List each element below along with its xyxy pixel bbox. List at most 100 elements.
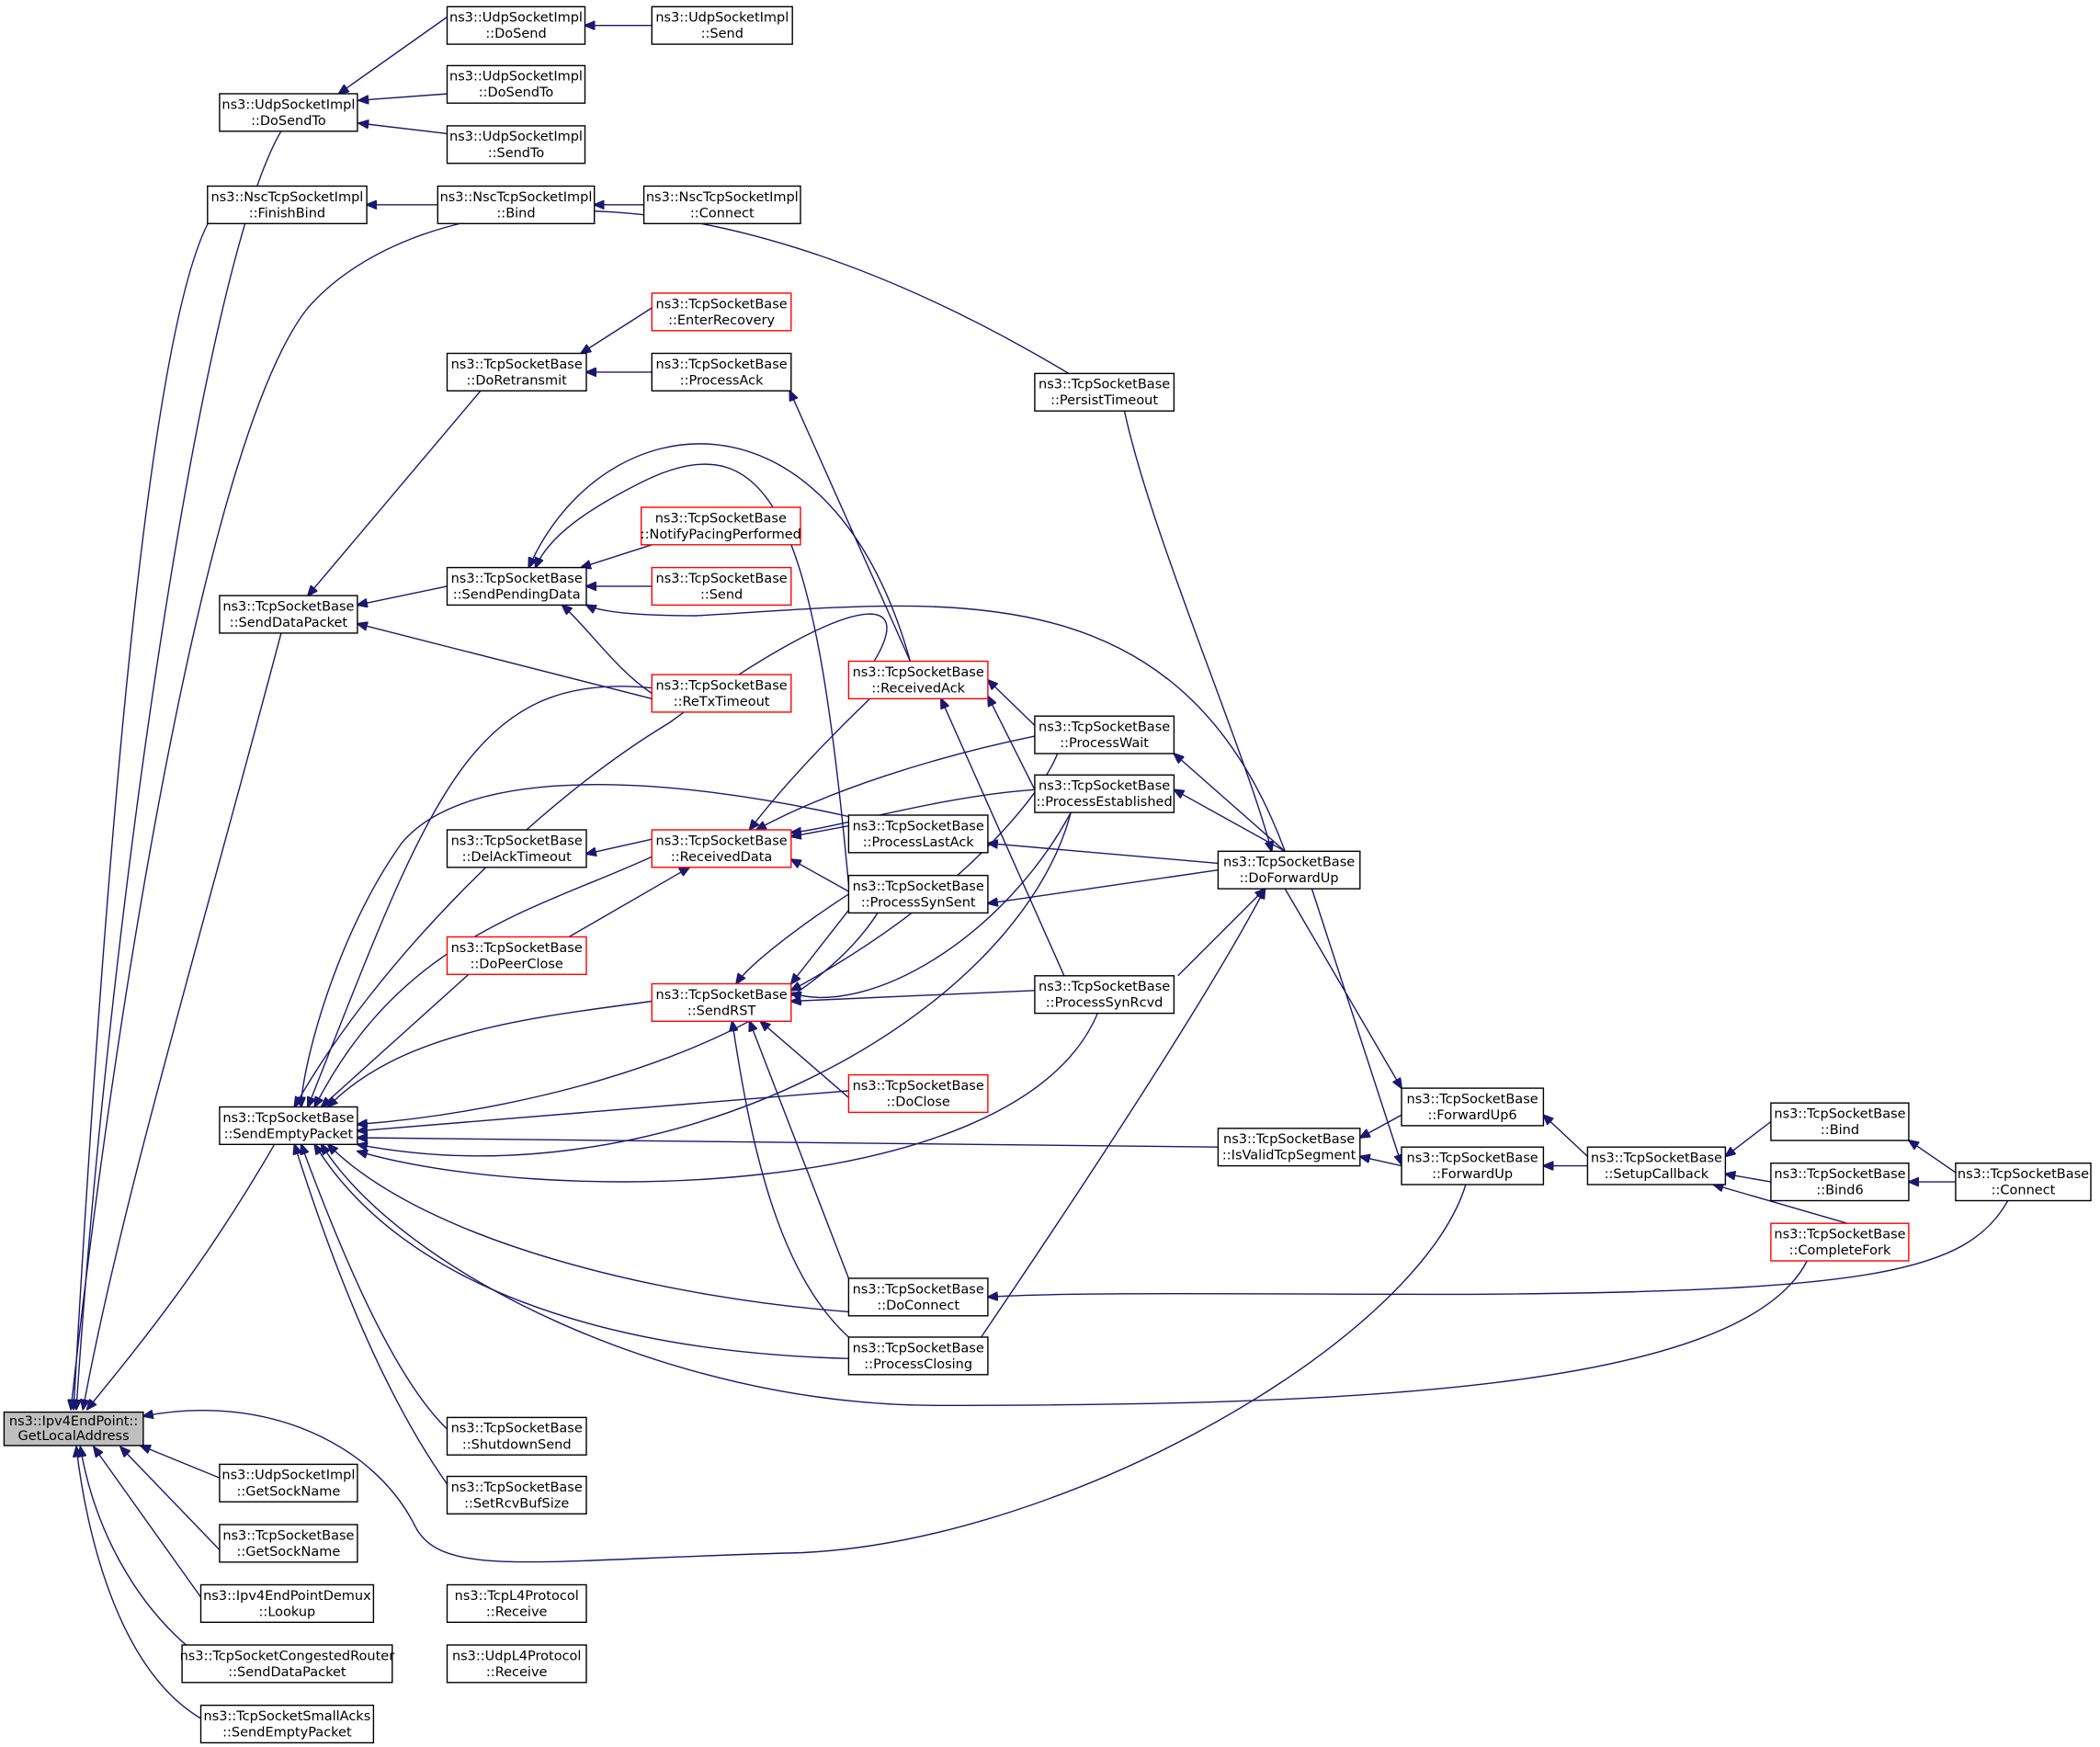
node-process-last-ack[interactable]: ns3::TcpSocketBase::ProcessLastAck [847,814,989,854]
node-label-line1: ns3::TcpSocketSmallAcks [204,1709,371,1724]
node-label-line2: ::ForwardUp6 [1428,1108,1517,1123]
call-edge [314,1144,849,1359]
node-received-data[interactable]: ns3::TcpSocketBase::ReceivedData [651,829,792,868]
node-label-line1: ns3::TcpSocketBase [1774,1107,1905,1122]
node-box [847,874,989,914]
node-is-valid-tcp-segment[interactable]: ns3::TcpSocketBase::IsValidTcpSegment [1217,1128,1361,1167]
node-tcp-getsockname[interactable]: ns3::TcpSocketBase::GetSockName [219,1524,358,1563]
node-set-rcv-buf-size[interactable]: ns3::TcpSocketBase::SetRcvBufSize [446,1475,587,1514]
call-edge [988,680,1036,726]
node-label-line2: ::ProcessEstablished [1036,795,1172,810]
node-send-data-packet[interactable]: ns3::TcpSocketBase::SendDataPacket [219,595,358,634]
node-do-connect[interactable]: ns3::TcpSocketBase::DoConnect [847,1277,989,1317]
node-do-retransmit[interactable]: ns3::TcpSocketBase::DoRetransmit [446,352,587,391]
node-udp-dosend[interactable]: ns3::UdpSocketImpl::DoSend [446,6,586,45]
node-nsc-bind[interactable]: ns3::NscTcpSocketImpl::Bind [437,185,596,224]
node-send-rst[interactable]: ns3::TcpSocketBase::SendRST [651,982,792,1022]
node-small-acks[interactable]: ns3::TcpSocketSmallAcks::SendEmptyPacket [199,1704,375,1744]
node-process-established[interactable]: ns3::TcpSocketBase::ProcessEstablished [1034,774,1175,813]
node-tcpl4-receive[interactable]: ns3::TcpL4Protocol::Receive [446,1583,587,1623]
node-box [651,292,792,332]
node-label-line2: ::Bind [496,206,535,221]
node-do-peer-close[interactable]: ns3::TcpSocketBase::DoPeerClose [446,936,587,975]
node-complete-fork[interactable]: ns3::TcpSocketBase::CompleteFork [1770,1222,1910,1262]
node-demux-lookup[interactable]: ns3::Ipv4EndPointDemux::Lookup [199,1583,375,1623]
node-udp-sendto[interactable]: ns3::UdpSocketImpl::SendTo [446,125,586,164]
node-tcp-send[interactable]: ns3::TcpSocketBase::Send [651,566,792,607]
call-edge [328,1144,849,1313]
node-label-line1: ns3::Ipv4EndPointDemux [203,1589,371,1604]
node-send-empty-packet[interactable]: ns3::TcpSocketBase::SendEmptyPacket [219,1106,358,1145]
node-send-pending[interactable]: ns3::TcpSocketBase::SendPendingData [446,566,587,607]
node-box [446,64,586,104]
call-edge [1177,889,1266,977]
call-edge [1360,1114,1402,1138]
node-tcp-connect[interactable]: ns3::TcpSocketBase::Connect [1955,1162,2092,1202]
node-nsc-finishbind[interactable]: ns3::NscTcpSocketImpl::FinishBind [207,185,368,224]
node-label-line2: ::DoClose [887,1095,950,1109]
call-edge [358,624,653,699]
node-shutdown-send[interactable]: ns3::TcpSocketBase::ShutdownSend [446,1416,587,1456]
call-edge [750,1021,850,1279]
node-box [446,1416,587,1456]
node-udp-send[interactable]: ns3::UdpSocketImpl::Send [651,6,793,45]
node-box [651,829,792,868]
node-process-wait[interactable]: ns3::TcpSocketBase::ProcessWait [1034,715,1175,754]
node-do-close[interactable]: ns3::TcpSocketBase::DoClose [847,1073,989,1114]
node-label-line2: ::FinishBind [249,206,325,221]
node-label-line2: ::SendTo [488,146,545,161]
node-label-line1: ns3::TcpSocketBase [451,1480,583,1495]
node-forward-up[interactable]: ns3::TcpSocketBase::ForwardUp [1401,1146,1545,1185]
call-edge [358,585,448,605]
node-box [207,185,368,224]
node-udp-dosendto[interactable]: ns3::UdpSocketImpl::DoSendTo [219,93,358,132]
node-label-line1: ns3::TcpSocketBase [853,1079,984,1094]
node-udpl4-receive[interactable]: ns3::UdpL4Protocol::Receive [446,1644,587,1684]
node-setup-callback[interactable]: ns3::TcpSocketBase::SetupCallback [1586,1146,1727,1185]
node-label-line1: ns3::TcpSocketBase [1407,1092,1538,1106]
node-process-syn-sent[interactable]: ns3::TcpSocketBase::ProcessSynSent [847,874,989,914]
node-tcp-bind6[interactable]: ns3::TcpSocketBase::Bind6 [1770,1162,1910,1202]
node-root[interactable]: ns3::Ipv4EndPoint::GetLocalAddress [3,1411,144,1446]
node-congested-router[interactable]: ns3::TcpSocketCongestedRouter::SendDataP… [180,1644,395,1684]
node-label-line1: ns3::TcpSocketBase [853,819,984,834]
node-enter-recovery[interactable]: ns3::TcpSocketBase::EnterRecovery [651,292,792,332]
node-del-ack-timeout[interactable]: ns3::TcpSocketBase::DelAckTimeout [446,829,587,868]
node-nsc-connect[interactable]: ns3::NscTcpSocketImpl::Connect [642,185,801,224]
call-edge [988,869,1219,903]
node-label-line1: ns3::TcpSocketBase [1039,779,1170,794]
node-label-line1: ns3::TcpSocketBase [451,357,583,372]
node-label-line2: ::Send [700,587,743,602]
node-forward-up6[interactable]: ns3::TcpSocketBase::ForwardUp6 [1401,1087,1545,1127]
node-box [651,674,792,713]
node-box [219,1524,358,1563]
call-edge [328,1000,653,1107]
node-process-ack[interactable]: ns3::TcpSocketBase::ProcessAck [651,352,792,391]
node-received-ack[interactable]: ns3::TcpSocketBase::ReceivedAck [847,660,989,699]
node-box [219,595,358,634]
node-label-line2: ::Receive [486,1665,548,1680]
node-notify-pacing[interactable]: ns3::TcpSocketBase::NotifyPacingPerforme… [641,506,801,546]
node-label-line2: ::DoSendTo [251,114,326,129]
node-label-line1: ns3::TcpSocketBase [1039,378,1170,392]
node-process-syn-rcvd[interactable]: ns3::TcpSocketBase::ProcessSynRcvd [1034,975,1175,1015]
call-edge [562,605,653,695]
node-process-closing[interactable]: ns3::TcpSocketBase::ProcessClosing [847,1336,989,1376]
node-persist-timeout[interactable]: ns3::TcpSocketBase::PersistTimeout [1034,372,1175,412]
node-label-line2: ::PersistTimeout [1050,393,1158,408]
node-label-line1: ns3::TcpSocketBase [853,1282,984,1297]
node-udp-dosendto2[interactable]: ns3::UdpSocketImpl::DoSendTo [446,64,586,104]
node-label-line1: ns3::TcpSocketBase [655,511,787,526]
node-label-line1: ns3::TcpSocketBase [1039,980,1170,994]
node-label-line2: ::DoRetransmit [467,373,568,388]
node-tcp-bind[interactable]: ns3::TcpSocketBase::Bind [1770,1102,1910,1141]
node-label-line1: ns3::TcpSocketBase [853,1341,984,1356]
call-edge [791,811,1072,997]
node-do-forward-up[interactable]: ns3::TcpSocketBase::DoForwardUp [1217,850,1361,890]
node-box [847,1277,989,1317]
call-edge [358,93,448,100]
function-nodes: ns3::Ipv4EndPoint::GetLocalAddressns3::U… [3,6,2092,1744]
node-box [1034,715,1175,754]
node-udp-getsockname[interactable]: ns3::UdpSocketImpl::GetSockName [219,1463,358,1503]
node-rtx-timeout[interactable]: ns3::TcpSocketBase::ReTxTimeout [651,674,792,713]
